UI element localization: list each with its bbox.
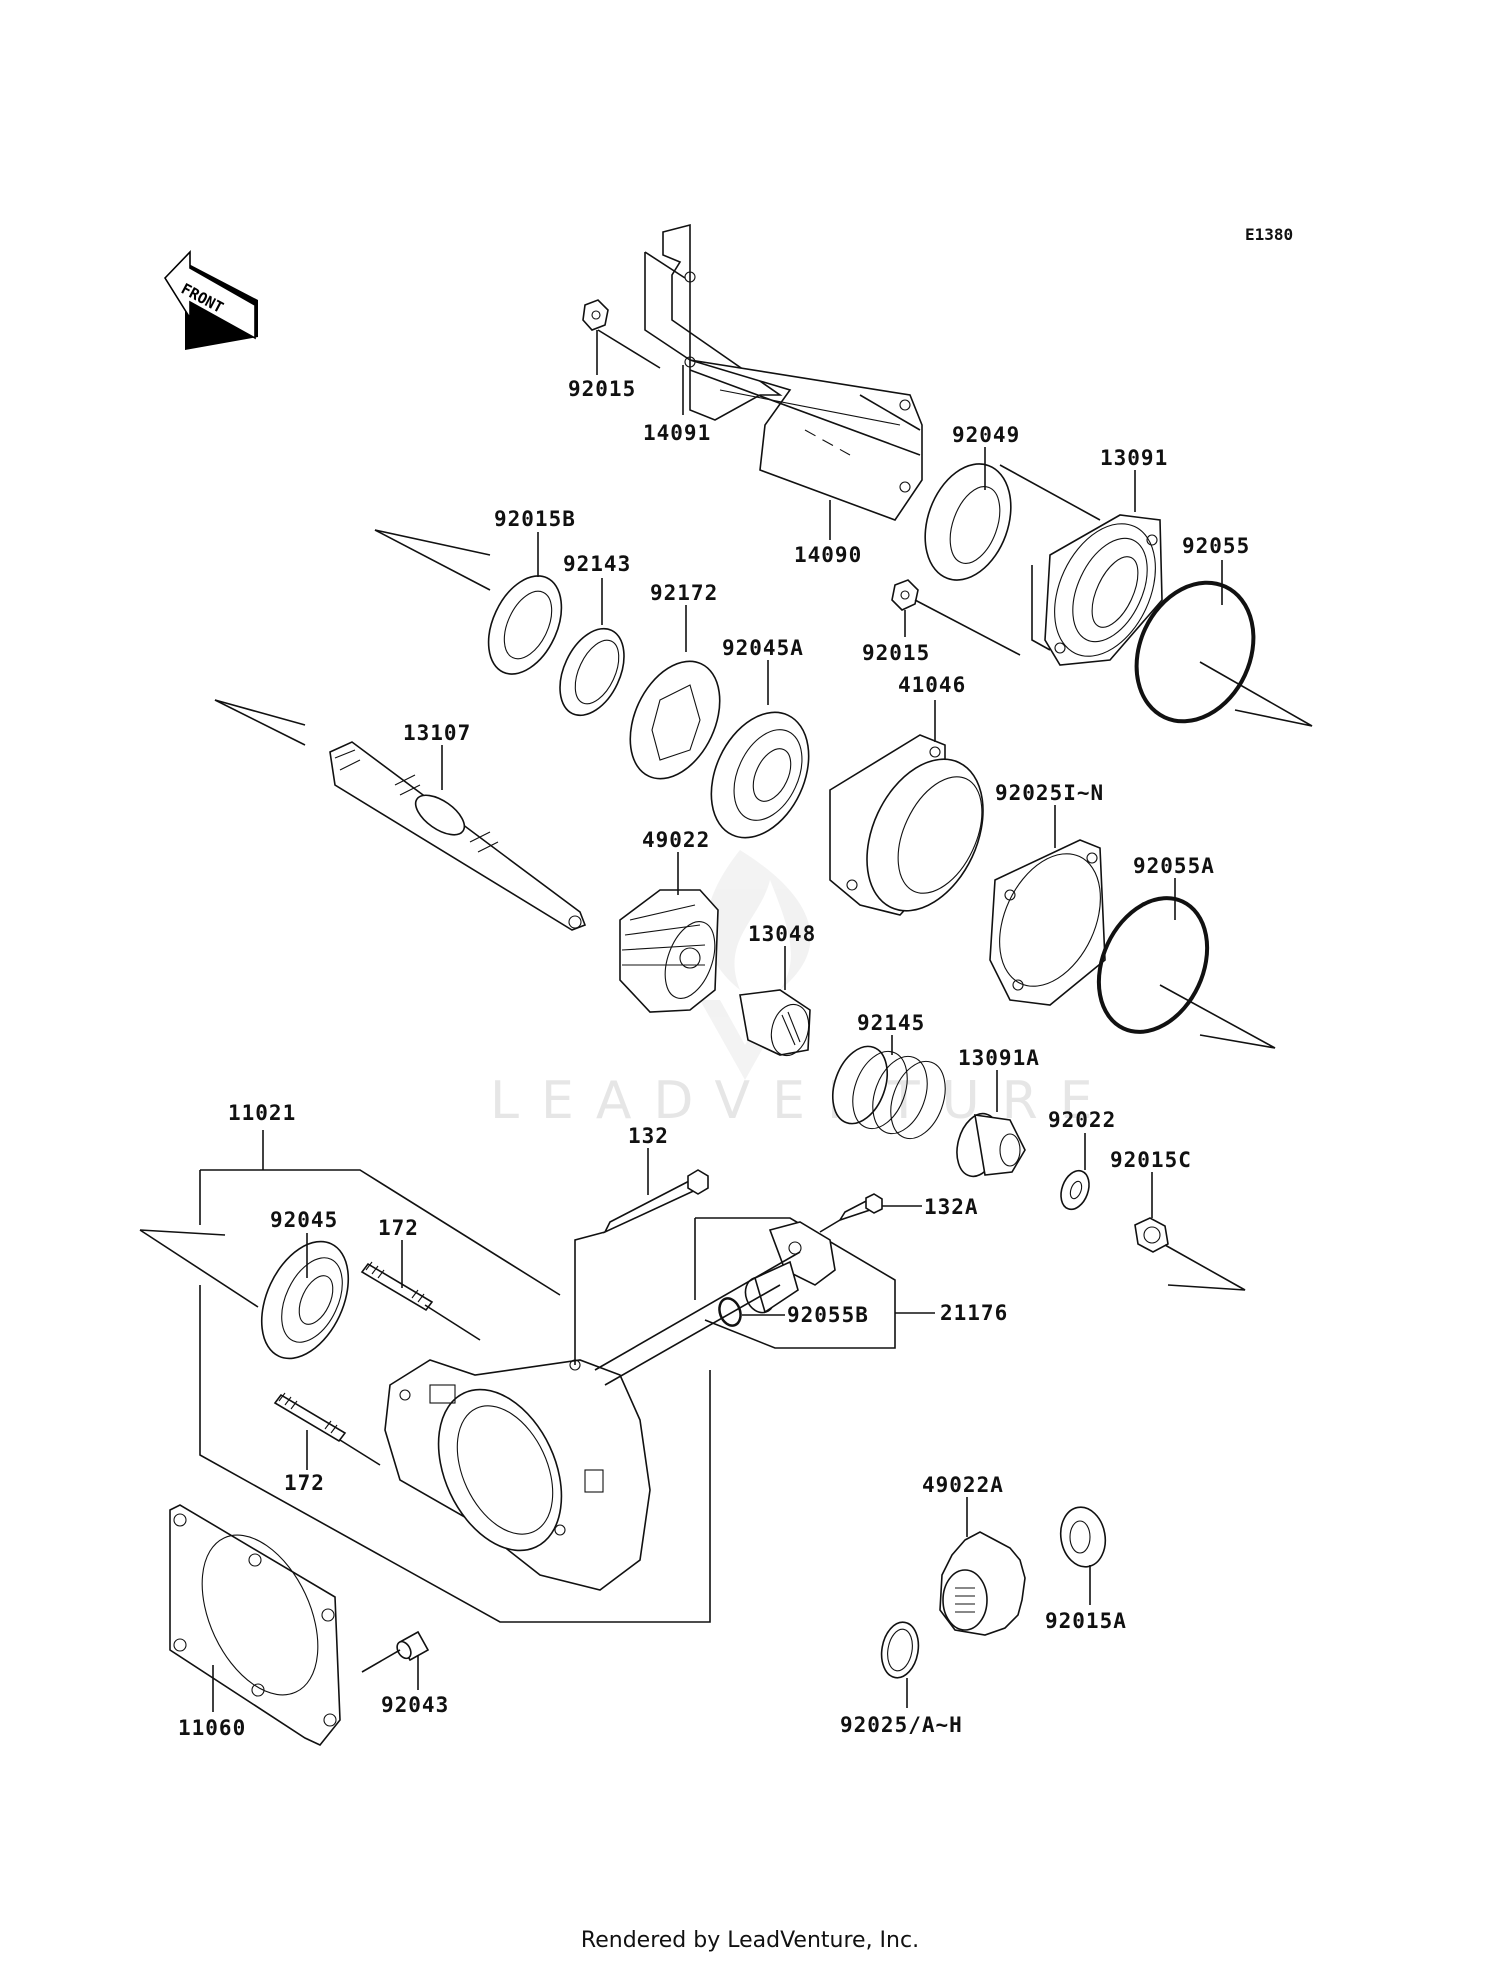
part-49022a-gear[interactable] [939,1531,1026,1636]
part-92055b-oring[interactable] [716,1295,744,1328]
label-13107: 13107 [403,721,471,745]
part-92045-bearing[interactable] [244,1228,365,1373]
label-13091a: 13091A [958,1046,1040,1070]
label-92015-top: 92015 [568,377,636,401]
label-92172: 92172 [650,581,718,605]
part-92172-plate[interactable] [613,647,738,793]
part-11060-gasket[interactable] [169,1504,341,1746]
part-11021-housing-body[interactable] [384,1359,651,1591]
label-92055b: 92055B [787,1303,869,1327]
label-11021: 11021 [228,1101,296,1125]
label-92043: 92043 [381,1693,449,1717]
part-92015-nut-top[interactable] [582,299,609,331]
part-13048-coupling[interactable] [739,989,814,1060]
part-132a-bolt[interactable] [838,1193,883,1222]
label-49022a: 49022A [922,1473,1004,1497]
label-92055: 92055 [1182,534,1250,558]
part-41046-gearcase[interactable] [829,734,1006,929]
part-49022-bevel-gear[interactable] [619,889,724,1013]
label-172-bottom: 172 [284,1471,325,1495]
label-132a: 132A [924,1195,979,1219]
label-92045a: 92045A [722,636,804,660]
diagram-code: E1380 [1245,225,1293,244]
part-13091-housing[interactable] [1035,508,1176,673]
label-92015c: 92015C [1110,1148,1192,1172]
label-11060: 11060 [178,1716,246,1740]
label-172-top: 172 [378,1216,419,1240]
part-92049-seal[interactable] [910,452,1026,592]
label-92015b: 92015B [494,507,576,531]
label-21176: 21176 [940,1301,1008,1325]
label-92025-ah: 92025/A~H [840,1713,963,1737]
part-92015c-nut[interactable] [1134,1217,1169,1253]
part-13091a-bushing[interactable] [950,1109,1026,1181]
part-92055a-oring[interactable] [1078,880,1228,1049]
part-172-stud-top[interactable] [360,1261,434,1312]
watermark-text: LEADVENTURE [490,1071,1115,1131]
part-92015a-nut[interactable] [1056,1504,1110,1571]
label-14090: 14090 [794,543,862,567]
part-132-bolt[interactable] [603,1169,709,1234]
part-14090-cover[interactable] [689,359,923,521]
part-92045a-bearing[interactable] [692,697,828,854]
label-92145: 92145 [857,1011,925,1035]
part-172-stud-bottom[interactable] [273,1392,347,1443]
part-92143-collar[interactable] [547,618,637,725]
label-49022: 49022 [642,828,710,852]
part-92055-oring[interactable] [1115,564,1276,741]
label-13091: 13091 [1100,446,1168,470]
label-92015-mid: 92015 [862,641,930,665]
part-92025-ah-shim[interactable] [877,1619,922,1680]
footer-credit: Rendered by LeadVenture, Inc. [580,1928,920,1953]
label-132: 132 [628,1124,669,1148]
label-92049: 92049 [952,423,1020,447]
part-92022-washer[interactable] [1056,1167,1094,1213]
part-92043-dowel[interactable] [394,1630,430,1662]
label-92055a: 92055A [1133,854,1215,878]
label-92022: 92022 [1048,1108,1116,1132]
part-92015-nut-mid[interactable] [891,579,919,611]
part-21176-sensor[interactable] [741,1221,836,1317]
part-13107-shaft[interactable] [329,741,587,931]
part-92015b-locknut[interactable] [474,564,576,685]
label-92015a: 92015A [1045,1609,1127,1633]
label-92045: 92045 [270,1208,338,1232]
part-92025-in-gasket[interactable] [980,838,1121,1006]
label-41046: 41046 [898,673,966,697]
label-13048: 13048 [748,922,816,946]
label-92025-in: 92025I~N [995,781,1104,805]
label-14091: 14091 [643,421,711,445]
label-92143: 92143 [563,552,631,576]
front-arrow-icon: FRONT [163,250,258,350]
part-92145-spring[interactable] [823,1039,955,1146]
